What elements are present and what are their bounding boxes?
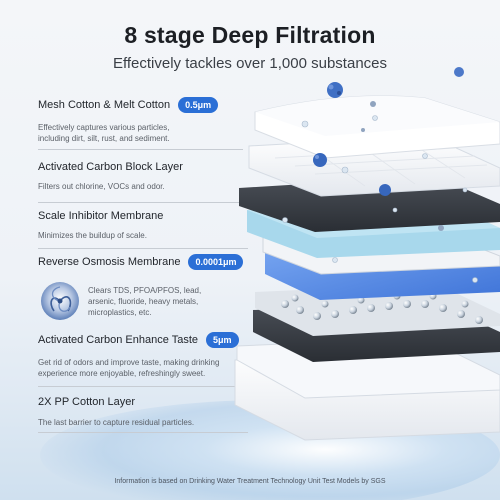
contaminant-particle-icon xyxy=(361,101,444,231)
divider xyxy=(38,432,248,433)
stage-reverse-osmosis: Reverse Osmosis Membrane 0.0001μm xyxy=(38,254,244,270)
stage-name: 2X PP Cotton Layer xyxy=(38,396,136,408)
description-line: microplastics, etc. xyxy=(88,308,152,317)
stage-name: Activated Carbon Enhance Taste xyxy=(38,334,199,346)
stage-description: Effectively captures various particles, … xyxy=(38,122,218,144)
stage-name: Mesh Cotton & Melt Cotton xyxy=(38,99,171,111)
stage-description: Clears TDS, PFOA/PFOS, lead, arsenic, fl… xyxy=(88,285,201,318)
pore-size-badge: 0.0001μm xyxy=(188,254,244,270)
description-line: Minimizes the buildup of scale. xyxy=(38,231,147,240)
stage-description: Minimizes the buildup of scale. xyxy=(38,230,163,241)
stage-carbon-enhance-taste: Activated Carbon Enhance Taste 5μm Get r… xyxy=(38,332,239,379)
stage-mesh-cotton: Mesh Cotton & Melt Cotton 0.5μm Effectiv… xyxy=(38,97,219,144)
description-line: The last barrier to capture residual par… xyxy=(38,418,195,427)
stage-name: Activated Carbon Block Layer xyxy=(38,161,183,173)
page-subtitle: Effectively tackles over 1,000 substance… xyxy=(112,55,388,72)
page-title: 8 stage Deep Filtration xyxy=(124,22,376,48)
header: 8 stage Deep Filtration Effectively tack… xyxy=(0,22,500,72)
description-line: Effectively captures various particles, xyxy=(38,123,170,132)
description-line: including dirt, silt, rust, and sediment… xyxy=(38,134,170,143)
stage-scale-inhibitor: Scale Inhibitor Membrane Minimizes the b… xyxy=(38,210,163,241)
stage-description: Filters out chlorine, VOCs and odor. xyxy=(38,181,183,192)
stage-description: Get rid of odors and improve taste, maki… xyxy=(38,357,239,379)
contaminant-particle-icon xyxy=(313,153,327,167)
divider xyxy=(38,202,248,203)
divider xyxy=(38,149,243,150)
contaminant-particle-icon xyxy=(454,67,464,77)
divider xyxy=(38,248,248,249)
contaminant-particle-icon xyxy=(327,82,343,98)
footnote: Information is based on Drinking Water T… xyxy=(114,478,386,485)
description-line: Clears TDS, PFOA/PFOS, lead, xyxy=(88,286,202,295)
stage-activated-carbon-block: Activated Carbon Block Layer Filters out… xyxy=(38,161,183,192)
stage-pp-cotton: 2X PP Cotton Layer The last barrier to c… xyxy=(38,396,194,428)
water-droplets xyxy=(282,115,478,283)
description-line: Get rid of odors and improve taste, maki… xyxy=(38,358,220,367)
membrane-swirl-icon xyxy=(41,282,79,320)
pore-size-badge: 5μm xyxy=(206,332,239,348)
stage-description: The last barrier to capture residual par… xyxy=(38,417,194,428)
stage-name: Scale Inhibitor Membrane xyxy=(38,210,164,222)
stage-name: Reverse Osmosis Membrane xyxy=(38,256,181,268)
description-line: arsenic, fluoride, heavy metals, xyxy=(88,297,199,306)
description-line: experience more enjoyable, refreshingly … xyxy=(38,369,206,378)
pore-size-badge: 0.5μm xyxy=(178,97,219,113)
divider xyxy=(38,386,248,387)
contaminant-particle-icon xyxy=(379,184,391,196)
filter-layers-illustration xyxy=(234,67,500,441)
description-line: Filters out chlorine, VOCs and odor. xyxy=(38,182,165,191)
